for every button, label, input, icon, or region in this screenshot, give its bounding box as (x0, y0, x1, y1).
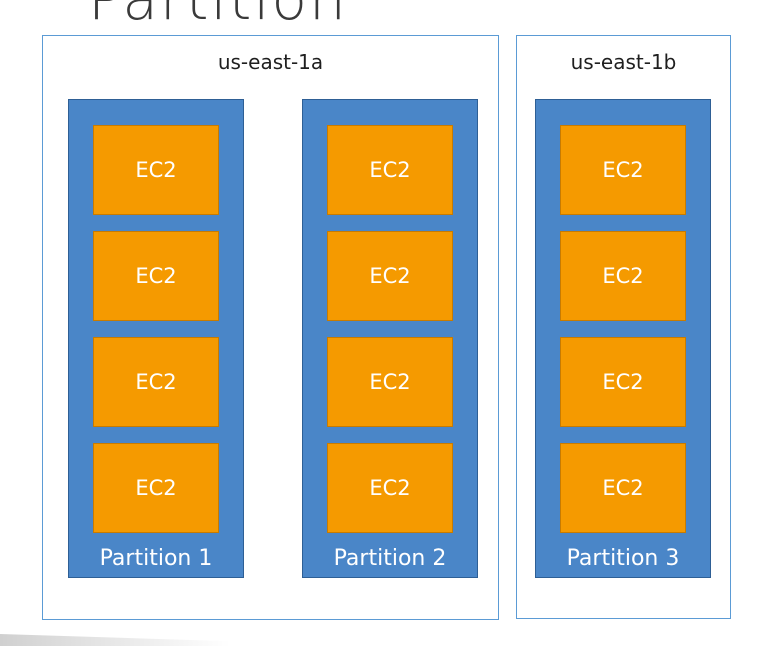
ec2-instance: EC2 (327, 125, 453, 215)
ec2-instance: EC2 (327, 231, 453, 321)
ec2-instance: EC2 (327, 443, 453, 533)
slide-title: Partition (88, 0, 348, 28)
partition-label: Partition 1 (99, 546, 213, 571)
ec2-instance: EC2 (560, 337, 686, 427)
zone-label: us-east-1b (570, 50, 677, 74)
ec2-instance: EC2 (560, 231, 686, 321)
ec2-instance: EC2 (560, 443, 686, 533)
ec2-instance: EC2 (560, 125, 686, 215)
partition-3: EC2 EC2 EC2 EC2 Partition 3 (535, 99, 711, 578)
partition-1: EC2 EC2 EC2 EC2 Partition 1 (68, 99, 244, 578)
partition-label: Partition 3 (566, 546, 680, 571)
ec2-instance: EC2 (93, 337, 219, 427)
availability-zone-us-east-1a: us-east-1a EC2 EC2 EC2 EC2 Partition 1 E… (42, 35, 499, 620)
ec2-instance: EC2 (327, 337, 453, 427)
partition-2: EC2 EC2 EC2 EC2 Partition 2 (302, 99, 478, 578)
ec2-instance: EC2 (93, 125, 219, 215)
partition-label: Partition 2 (333, 546, 447, 571)
ec2-instance: EC2 (93, 231, 219, 321)
zone-label: us-east-1a (217, 50, 324, 74)
availability-zone-us-east-1b: us-east-1b EC2 EC2 EC2 EC2 Partition 3 (516, 35, 731, 619)
slide-decoration (0, 634, 230, 646)
ec2-instance: EC2 (93, 443, 219, 533)
